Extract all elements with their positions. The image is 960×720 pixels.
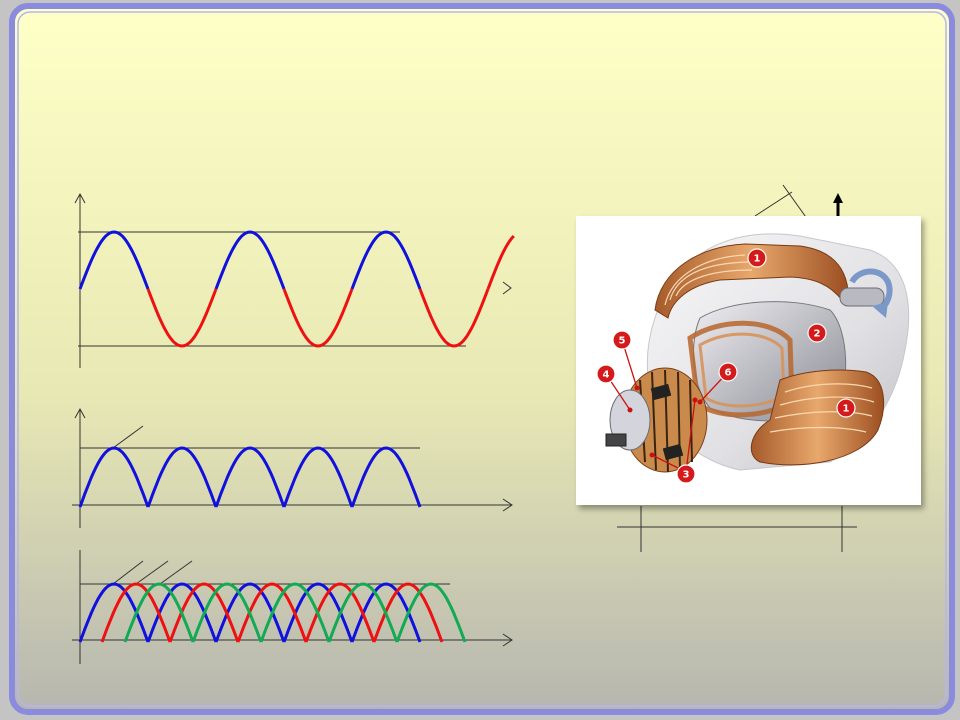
field-coil-bottom	[750, 369, 885, 466]
field-coil-top-wraps	[664, 254, 753, 306]
motor-part-marker-5: 4	[596, 364, 616, 384]
graph2-x-axis-arrowhead	[502, 498, 513, 512]
rectified-waveform-graph	[72, 407, 513, 528]
graph2-hump-4	[282, 446, 354, 508]
motor-part-marker-4: 5	[612, 330, 632, 350]
ac-waveform-graph	[74, 192, 515, 368]
graph3-pointer-line-2	[135, 560, 169, 585]
graph3-green-hump-5	[395, 582, 467, 643]
graph3-pointer-line-3	[159, 560, 193, 585]
graph2-pointer-line	[112, 425, 144, 449]
motor-part-number: 2	[814, 329, 821, 340]
shaft-right	[839, 287, 885, 307]
slide-frame	[9, 3, 955, 715]
brush-top	[650, 383, 672, 401]
graph1-y-axis-arrowhead	[74, 192, 86, 204]
rotation-arrow-head	[872, 302, 888, 318]
brush-bottom	[662, 443, 684, 461]
motor-part-marker-6: 1	[836, 398, 856, 418]
motor-part-number: 1	[843, 404, 850, 415]
motor-part-number: 3	[683, 470, 690, 481]
graph1-half-wave-3	[214, 230, 286, 290]
graph1-x-axis-arrowhead	[502, 281, 512, 295]
shaft-left	[605, 433, 627, 447]
graph3-green-hump-2	[191, 582, 263, 643]
graph2-hump-2	[146, 446, 218, 508]
field-coil-bottom-wraps	[769, 383, 875, 433]
slide-frame-inner	[17, 11, 947, 707]
graph3-green-hump-1	[123, 582, 195, 643]
motor-part-number: 4	[603, 370, 610, 381]
graph1-half-wave-2	[146, 288, 218, 348]
graph3-green-hump-3	[259, 582, 331, 643]
graph3-x-axis-arrowhead	[502, 633, 513, 647]
graph2-hump-5	[350, 446, 422, 508]
graph3-red-hump-1	[100, 582, 172, 643]
motor-part-marker-2: 2	[807, 323, 827, 343]
construction-line-1	[754, 191, 793, 217]
label-anchor-dots	[627, 385, 703, 458]
motor-part-marker-7: 3	[676, 464, 696, 484]
construction-line-2	[782, 184, 809, 221]
graph2-hump-1	[78, 446, 150, 508]
graph2-hump-3	[214, 446, 286, 508]
graph2-y-axis-arrowhead	[74, 407, 86, 419]
graph3-pointer-line-1	[112, 560, 144, 585]
dc-motor-illustration: 1 2 6 5 4 1 3	[576, 184, 921, 552]
motor-part-number: 6	[725, 368, 732, 379]
graph1-half-wave-1	[78, 230, 150, 290]
graph1-half-wave-6	[418, 288, 490, 348]
graph1-half-wave-tail	[486, 234, 515, 290]
multiphase-waveform-graph	[72, 550, 513, 664]
up-arrow-head	[833, 193, 843, 203]
motor-part-number: 5	[619, 336, 626, 347]
motor-part-number: 1	[754, 254, 761, 265]
graph3-green-hump-4	[327, 582, 399, 643]
graph1-half-wave-5	[350, 230, 422, 290]
motor-part-marker-3: 6	[718, 362, 738, 382]
motor-part-marker-1: 1	[747, 248, 767, 268]
graph1-half-wave-4	[282, 288, 354, 348]
